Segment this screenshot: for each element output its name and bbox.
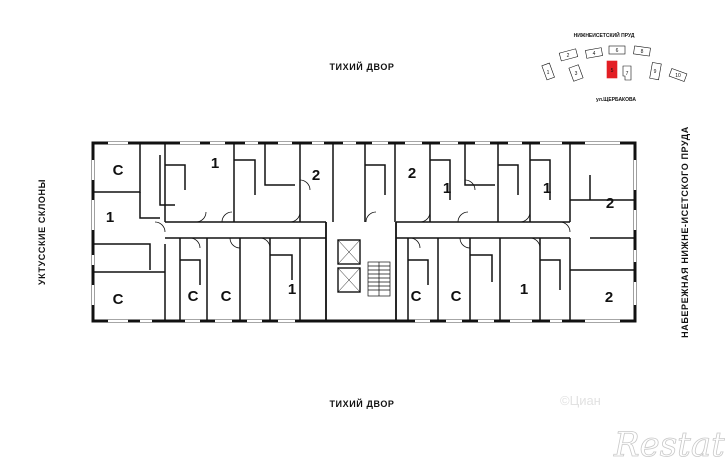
label-left-side: УКТУССКИЕ СКЛОНЫ [37, 179, 47, 285]
apartment-label: 1 [106, 209, 114, 226]
keymap-building-5: 5 [606, 60, 618, 79]
keymap-building-7: 7 [622, 65, 632, 81]
elevator-shaft-2 [337, 267, 361, 293]
apartment-label: 2 [312, 167, 320, 184]
keymap-building-1: 1 [541, 62, 555, 81]
apartment-label: 1 [443, 180, 451, 197]
apartment-label: С [113, 162, 124, 179]
svg-text:3: 3 [575, 71, 578, 77]
keymap-building-6: 6 [608, 45, 626, 55]
apartment-label: 1 [288, 281, 296, 298]
apartment-label: С [188, 288, 199, 305]
keymap-building-4: 4 [585, 47, 603, 59]
watermark-faint: ©Циан [560, 393, 601, 408]
keymap-bottom-label: ул.ЩЕРБАКОВА [596, 97, 636, 103]
keymap-top-label: НИЖНЕИСЕТСКИЙ ПРУД [574, 31, 635, 39]
svg-text:9: 9 [654, 69, 657, 75]
label-top-courtyard: ТИХИЙ ДВОР [329, 61, 394, 72]
apartment-label: С [411, 288, 422, 305]
apartment-label: 2 [408, 165, 416, 182]
doors [154, 179, 571, 249]
apartment-label: С [221, 288, 232, 305]
svg-text:1: 1 [547, 70, 550, 76]
apartment-label: 1 [520, 281, 528, 298]
apartment-label: 2 [605, 289, 613, 306]
svg-text:6: 6 [616, 48, 619, 54]
apartment-label: 1 [543, 180, 551, 197]
keymap-highlighted-building [606, 60, 618, 79]
building-outline [91, 141, 637, 323]
staircase [367, 261, 391, 297]
svg-text:4: 4 [593, 51, 596, 57]
interior-walls [93, 143, 635, 321]
svg-text:8: 8 [641, 49, 644, 55]
keymap-building-2: 2 [558, 48, 579, 62]
keymap-building-9: 9 [649, 62, 662, 81]
svg-text:7: 7 [626, 71, 629, 77]
windows [91, 141, 637, 323]
apartment-label: 1 [211, 155, 219, 172]
svg-text:2: 2 [567, 53, 570, 59]
building-core [325, 222, 397, 321]
keymap-building-3: 3 [568, 64, 584, 82]
watermark-logo: Restate [613, 425, 725, 465]
label-right-side: НАБЕРЕЖНАЯ НИЖНЕ-ИСЕТСКОГО ПРУДА [680, 126, 690, 338]
apartment-labels: С 1 2 2 1 1 2 1 С С С 1 С С 1 2 [106, 155, 614, 308]
apartment-label: С [113, 291, 124, 308]
apartment-label: 2 [606, 195, 614, 212]
svg-text:10: 10 [675, 73, 681, 79]
svg-text:5: 5 [611, 68, 614, 74]
label-bottom-courtyard: ТИХИЙ ДВОР [329, 398, 394, 409]
site-keymap: НИЖНЕИСЕТСКИЙ ПРУД ул.ЩЕРБАКОВА 1 2 3 4 … [541, 31, 688, 103]
keymap-building-8: 8 [633, 45, 651, 57]
apartment-label: С [451, 288, 462, 305]
keymap-building-10: 10 [668, 68, 688, 82]
elevator-shaft-1 [337, 239, 361, 265]
